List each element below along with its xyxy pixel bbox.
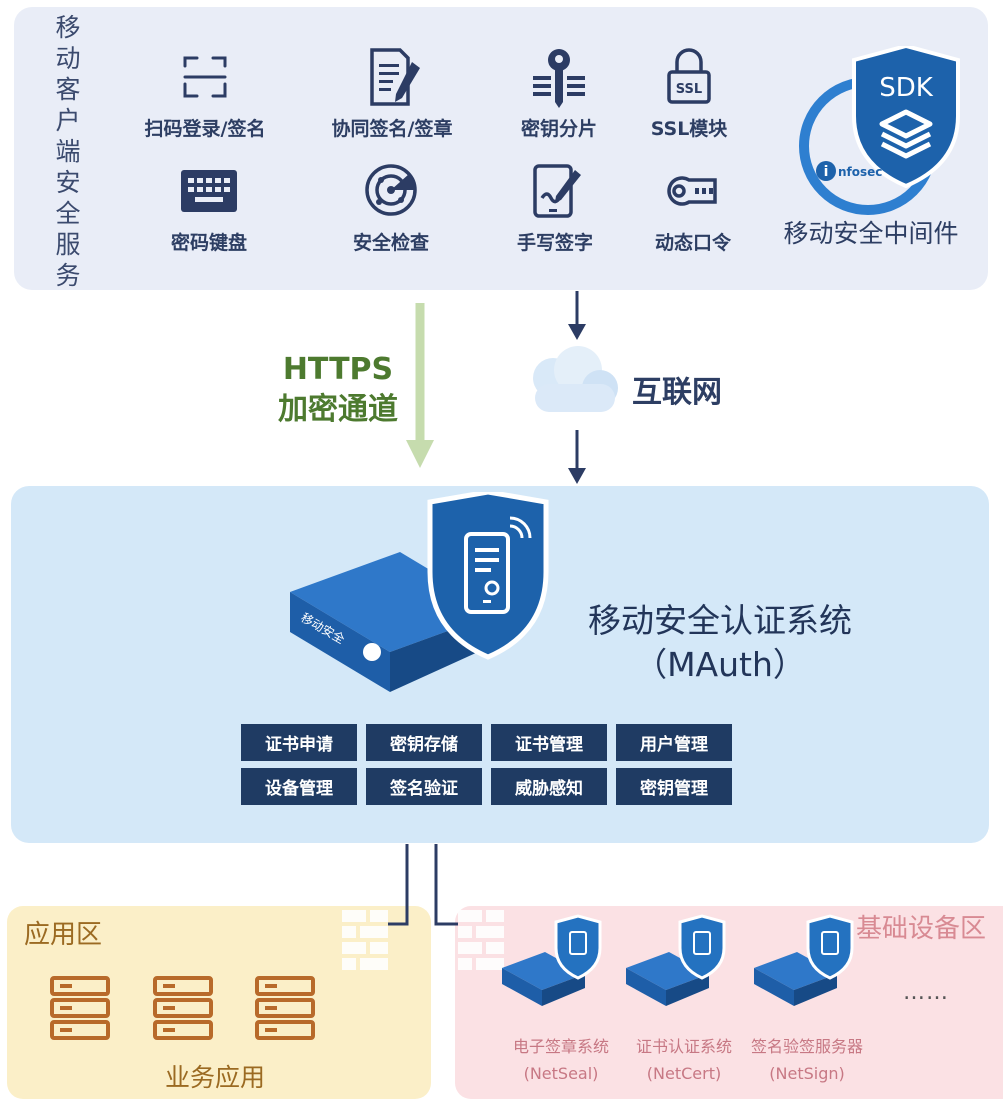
service-cosign: 协同签名/签章	[317, 46, 467, 141]
infra-system-code: (NetSeal)	[523, 1064, 599, 1083]
infra-system-netcert: 证书认证系统 (NetCert)	[604, 1033, 764, 1087]
internet-arrow-bottom	[568, 430, 586, 484]
service-dynamic-token: 动态口令	[618, 160, 768, 255]
connector-lines	[388, 844, 458, 926]
infra-system-name: 签名验签服务器	[750, 1037, 863, 1056]
sdk-badge: SDK i nfosec	[786, 43, 968, 246]
more-systems-ellipsis: ……	[903, 980, 949, 1005]
https-arrow	[406, 303, 434, 468]
key-split-icon	[529, 46, 589, 108]
server-icon	[50, 976, 110, 1040]
mobile-shield-icon	[427, 492, 549, 660]
firewall-icon	[458, 910, 504, 970]
mauth-title: 移动安全认证系统 （MAuth）	[565, 599, 875, 687]
keyboard-icon	[179, 160, 239, 222]
service-label: SSL模块	[650, 118, 728, 140]
service-security-check: 安全检查	[316, 160, 466, 255]
service-keyboard: 密码键盘	[134, 160, 284, 255]
cloud-icon	[533, 346, 618, 412]
https-label-line1: HTTPS	[282, 352, 394, 387]
netsign-device-icon	[754, 914, 854, 1006]
service-label: 安全检查	[352, 232, 429, 254]
scan-icon	[175, 46, 235, 108]
service-label: 扫码登录/签名	[144, 118, 266, 140]
netcert-device-icon	[626, 914, 726, 1006]
mauth-function: 用户管理	[616, 724, 732, 761]
mauth-function: 密钥存储	[366, 724, 482, 761]
service-key-split: 密钥分片	[484, 46, 634, 141]
zone-graphics	[50, 844, 854, 1040]
internet-arrow-top	[568, 291, 586, 340]
svg-text:i: i	[824, 164, 829, 180]
firewall-icon	[342, 910, 388, 970]
client-panel-title: 移动客户端安全服务	[55, 13, 81, 290]
internet-label: 互联网	[632, 375, 722, 410]
infra-system-netseal: 电子签章系统 (NetSeal)	[481, 1033, 641, 1087]
mauth-function: 签名验证	[366, 768, 482, 805]
mauth-function: 设备管理	[241, 768, 357, 805]
infra-system-netsign: 签名验签服务器 (NetSign)	[727, 1033, 887, 1087]
service-label: 协同签名/签章	[331, 118, 453, 140]
service-scan-login: 扫码登录/签名	[130, 46, 280, 141]
mauth-function: 密钥管理	[616, 768, 732, 805]
mauth-title-line1: 移动安全认证系统	[588, 601, 852, 640]
mobile-client-panel	[14, 7, 988, 290]
application-zone-title: 应用区	[24, 920, 103, 950]
netseal-device-icon	[502, 914, 602, 1006]
infosec-logo-text: nfosec	[838, 165, 882, 179]
infra-system-code: (NetSign)	[769, 1064, 845, 1083]
connection-arrows	[406, 291, 618, 484]
https-label-line2: 加密通道	[278, 392, 398, 427]
app-server-icons	[50, 976, 315, 1040]
tablet-signature-icon	[525, 160, 585, 222]
service-handwriting: 手写签字	[480, 160, 630, 255]
otp-token-icon	[663, 160, 723, 222]
infra-system-name: 证书认证系统	[635, 1037, 732, 1056]
document-sign-icon	[362, 46, 422, 108]
mauth-device-illustration: 移动安全	[290, 492, 549, 692]
mauth-function: 威胁感知	[491, 768, 607, 805]
infra-system-code: (NetCert)	[646, 1064, 722, 1083]
mauth-function: 证书申请	[241, 724, 357, 761]
server-icon	[153, 976, 213, 1040]
mauth-title-line2: （MAuth）	[634, 645, 806, 684]
mauth-function: 证书管理	[491, 724, 607, 761]
svg-text:SSL: SSL	[676, 82, 702, 97]
application-zone	[7, 906, 431, 1099]
service-label: 密码键盘	[170, 232, 247, 254]
infosec-logo-icon	[816, 161, 836, 181]
sdk-badge-text: SDK	[879, 73, 934, 103]
server-icon	[255, 976, 315, 1040]
radar-icon	[361, 160, 421, 222]
application-zone-caption: 业务应用	[164, 1063, 265, 1092]
service-label: 动态口令	[654, 232, 731, 254]
ssl-lock-icon: SSL	[659, 46, 719, 108]
sdk-label: 移动安全中间件	[783, 219, 959, 248]
service-label: 手写签字	[516, 232, 593, 254]
service-ssl: SSL SSL模块	[614, 46, 764, 141]
https-channel-label: HTTPS 加密通道	[258, 350, 418, 430]
service-label: 密钥分片	[520, 118, 597, 140]
infra-system-name: 电子签章系统	[512, 1037, 609, 1056]
infrastructure-zone-title: 基础设备区	[856, 914, 987, 944]
